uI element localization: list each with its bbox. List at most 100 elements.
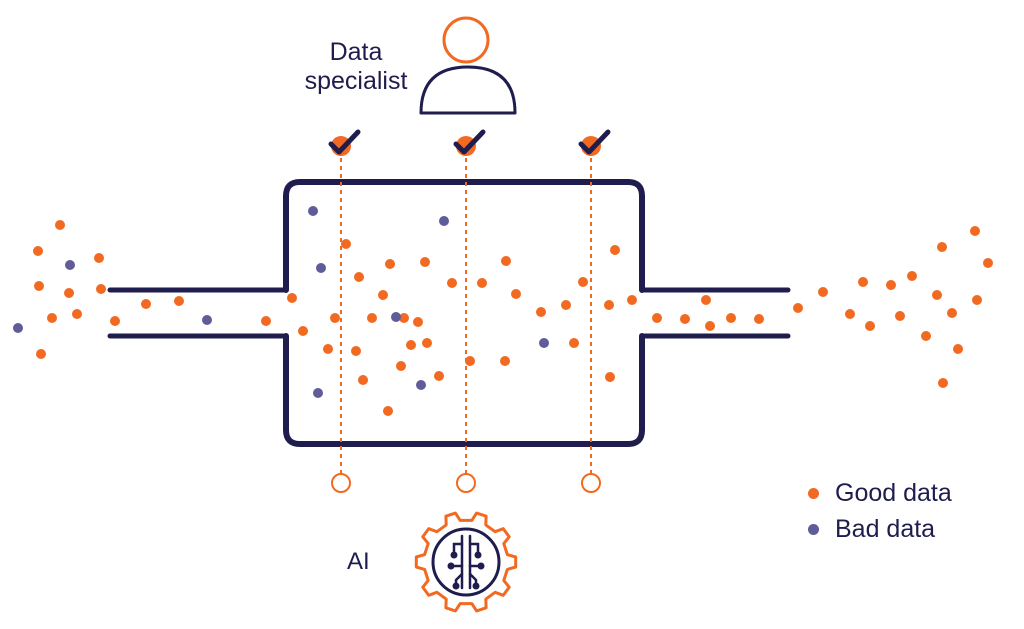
good-data-point xyxy=(701,295,711,305)
good-data-point xyxy=(972,295,982,305)
good-data-point xyxy=(358,375,368,385)
good-data-point xyxy=(406,340,416,350)
good-data-point xyxy=(983,258,993,268)
checkpoints xyxy=(328,129,611,493)
bad-data-point xyxy=(202,315,212,325)
good-data-point xyxy=(330,313,340,323)
legend-bad-label: Bad data xyxy=(835,515,936,543)
specialist-label-line1: Data xyxy=(329,38,383,66)
processing-chamber xyxy=(283,179,645,447)
good-data-point xyxy=(287,293,297,303)
good-data-point xyxy=(938,378,948,388)
good-data-point xyxy=(953,344,963,354)
bad-data-point xyxy=(316,263,326,273)
good-data-point xyxy=(261,316,271,326)
good-data-point xyxy=(501,256,511,266)
good-data-point xyxy=(33,246,43,256)
check-icon xyxy=(453,129,486,155)
good-data-point xyxy=(818,287,828,297)
good-data-point xyxy=(907,271,917,281)
good-data-point xyxy=(793,303,803,313)
bad-data-point xyxy=(308,206,318,216)
data-points xyxy=(13,206,993,416)
good-data-point xyxy=(174,296,184,306)
good-data-point xyxy=(895,311,905,321)
good-data-point xyxy=(47,313,57,323)
specialist-label-line2: specialist xyxy=(304,67,408,95)
good-data-point xyxy=(434,371,444,381)
good-data-point xyxy=(536,307,546,317)
good-data-point xyxy=(64,288,74,298)
good-data-point xyxy=(323,344,333,354)
good-data-point xyxy=(754,314,764,324)
good-data-point xyxy=(420,257,430,267)
good-data-point xyxy=(298,326,308,336)
legend-good-label: Good data xyxy=(835,479,952,507)
good-data-point xyxy=(110,316,120,326)
check-icon xyxy=(328,129,361,155)
good-data-point xyxy=(569,338,579,348)
ai-label: AI xyxy=(347,548,370,575)
bad-data-point xyxy=(539,338,549,348)
bad-data-point xyxy=(391,312,401,322)
good-data-point xyxy=(610,245,620,255)
checkpoint-sensor xyxy=(581,473,601,493)
good-data-point xyxy=(367,313,377,323)
bad-data-point xyxy=(313,388,323,398)
good-data-point xyxy=(378,290,388,300)
good-data-point xyxy=(465,356,475,366)
good-data-point xyxy=(652,313,662,323)
checkpoint-sensor xyxy=(331,473,351,493)
good-data-point xyxy=(351,346,361,356)
good-data-point xyxy=(605,372,615,382)
good-data-point xyxy=(578,277,588,287)
good-data-point xyxy=(447,278,457,288)
good-data-point xyxy=(383,406,393,416)
good-data-point xyxy=(399,313,409,323)
good-data-point xyxy=(932,290,942,300)
legend-good-swatch xyxy=(808,488,819,499)
bad-data-point xyxy=(13,323,23,333)
good-data-point xyxy=(94,253,104,263)
legend-bad-swatch xyxy=(808,524,819,535)
input-pipe xyxy=(107,287,289,339)
good-data-point xyxy=(500,356,510,366)
checkpoint-sensor xyxy=(456,473,476,493)
good-data-point xyxy=(970,226,980,236)
check-icon xyxy=(578,129,611,155)
legend-good-data: Good data xyxy=(808,479,952,508)
good-data-point xyxy=(141,299,151,309)
legend-bad-data: Bad data xyxy=(808,515,935,544)
output-pipe xyxy=(639,287,791,339)
good-data-point xyxy=(561,300,571,310)
good-data-point xyxy=(726,313,736,323)
gear-brain-icon xyxy=(414,511,518,613)
good-data-point xyxy=(858,277,868,287)
good-data-point xyxy=(886,280,896,290)
good-data-point xyxy=(865,321,875,331)
good-data-point xyxy=(413,317,423,327)
bad-data-point xyxy=(439,216,449,226)
good-data-point xyxy=(947,308,957,318)
good-data-point xyxy=(477,278,487,288)
data-specialist-label: Data specialist xyxy=(296,38,416,96)
good-data-point xyxy=(396,361,406,371)
good-data-point xyxy=(604,300,614,310)
good-data-point xyxy=(96,284,106,294)
person-icon xyxy=(419,16,517,115)
bad-data-point xyxy=(416,380,426,390)
good-data-point xyxy=(680,314,690,324)
good-data-point xyxy=(921,331,931,341)
good-data-point xyxy=(845,309,855,319)
bad-data-point xyxy=(65,260,75,270)
good-data-point xyxy=(55,220,65,230)
good-data-point xyxy=(34,281,44,291)
good-data-point xyxy=(705,321,715,331)
good-data-point xyxy=(341,239,351,249)
good-data-point xyxy=(422,338,432,348)
good-data-point xyxy=(937,242,947,252)
good-data-point xyxy=(36,349,46,359)
good-data-point xyxy=(385,259,395,269)
good-data-point xyxy=(72,309,82,319)
